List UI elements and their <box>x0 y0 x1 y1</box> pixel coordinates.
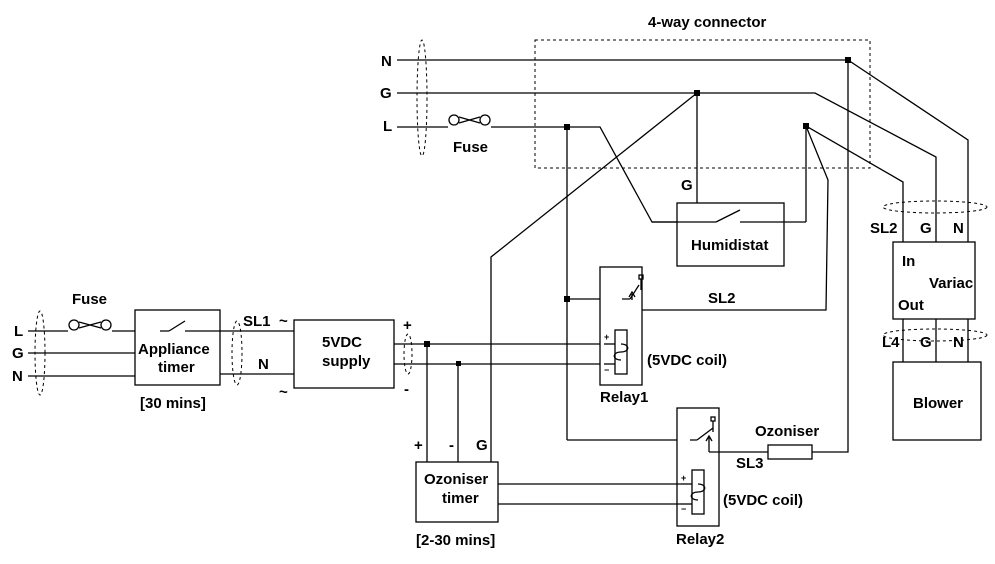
dc-cable-bundle <box>403 333 413 375</box>
left-label-G: G <box>12 345 24 362</box>
oz-timer-label-2: timer <box>442 490 479 507</box>
top-label-N: N <box>381 53 392 70</box>
humidistat-label: Humidistat <box>691 237 769 254</box>
top-cable-bundle <box>416 39 428 157</box>
tilde-bottom: ~ <box>279 384 288 401</box>
left-fuse-icon <box>68 319 112 331</box>
oz-timer-g-label: G <box>476 437 488 454</box>
top-label-G: G <box>380 85 392 102</box>
relay2-box <box>676 407 720 527</box>
ozoniser-neutral-wire <box>812 60 849 453</box>
variac-out-label: Out <box>898 297 924 314</box>
oz-timer-box <box>415 461 499 523</box>
ozoniser-box <box>767 444 813 460</box>
relay2-coil-label: (5VDC coil) <box>723 492 803 509</box>
n-label: N <box>258 356 269 373</box>
appliance-timer-duration: [30 mins] <box>140 395 206 412</box>
relay1-sl2-label: SL2 <box>708 290 736 307</box>
oz-timer-plus-label: + <box>414 437 423 454</box>
mid-cable-bundle <box>231 320 243 386</box>
oz-timer-label-1: Ozoniser <box>424 471 488 488</box>
relay1-box <box>599 266 643 386</box>
relay1-coil-plus: + <box>604 332 609 342</box>
tilde-top: ~ <box>279 313 288 330</box>
relay1-coil-label: (5VDC coil) <box>647 352 727 369</box>
left-label-L: L <box>14 323 23 340</box>
blower-box <box>892 361 982 441</box>
relay1-coil-icon <box>604 329 629 375</box>
left-fuse-label: Fuse <box>72 291 107 308</box>
connector-title: 4-way connector <box>648 14 767 31</box>
dc-minus-junction <box>456 361 461 366</box>
appliance-timer-label-2: timer <box>158 359 195 376</box>
humidistat-g-label: G <box>681 177 693 194</box>
supply-box <box>293 319 395 389</box>
supply-label-1: 5VDC <box>322 334 362 351</box>
blower-label: Blower <box>913 395 963 412</box>
appliance-timer-box <box>134 309 221 386</box>
appliance-timer-switch-icon <box>160 320 220 332</box>
relay1-coil-minus: − <box>604 365 609 375</box>
variac-box <box>892 241 976 320</box>
supply-plus: + <box>403 317 412 334</box>
left-label-N: N <box>12 368 23 385</box>
sl1-label: SL1 <box>243 313 271 330</box>
ozoniser-label: Ozoniser <box>755 423 819 440</box>
supply-minus: - <box>404 381 409 398</box>
humidistat-box <box>676 202 785 267</box>
variac-sl2-label: SL2 <box>870 220 898 237</box>
sl3-label: SL3 <box>736 455 764 472</box>
relay2-coil-plus: + <box>681 473 686 483</box>
relay1-contact-icon <box>622 274 644 300</box>
relay2-coil-minus: − <box>681 504 686 514</box>
g-to-oz-timer <box>490 92 698 462</box>
variac-g-label: G <box>920 220 932 237</box>
blower-l4-label: L4 <box>882 334 900 351</box>
top-fuse-label: Fuse <box>453 139 488 156</box>
humidistat-switch-icon <box>652 209 806 223</box>
appliance-timer-label-1: Appliance <box>138 341 210 358</box>
blower-n-label: N <box>953 334 964 351</box>
top-wire-G <box>397 92 937 362</box>
relay1-label: Relay1 <box>600 389 648 406</box>
blower-g-label: G <box>920 334 932 351</box>
variac-in-cable-bundle <box>882 200 988 214</box>
oz-timer-duration: [2-30 mins] <box>416 532 495 549</box>
variac-in-label: In <box>902 253 915 270</box>
variac-label: Variac <box>929 275 973 292</box>
relay2-coil-icon <box>681 469 706 515</box>
four-way-connector-box <box>534 39 871 169</box>
variac-n-label: N <box>953 220 964 237</box>
top-fuse-icon <box>448 114 491 126</box>
oz-timer-minus-label: - <box>449 437 454 454</box>
supply-label-2: supply <box>322 353 371 370</box>
relay2-contact-icon <box>690 416 716 452</box>
relay2-label: Relay2 <box>676 531 724 548</box>
blower-cable-bundle <box>882 328 988 342</box>
top-label-L: L <box>383 118 392 135</box>
